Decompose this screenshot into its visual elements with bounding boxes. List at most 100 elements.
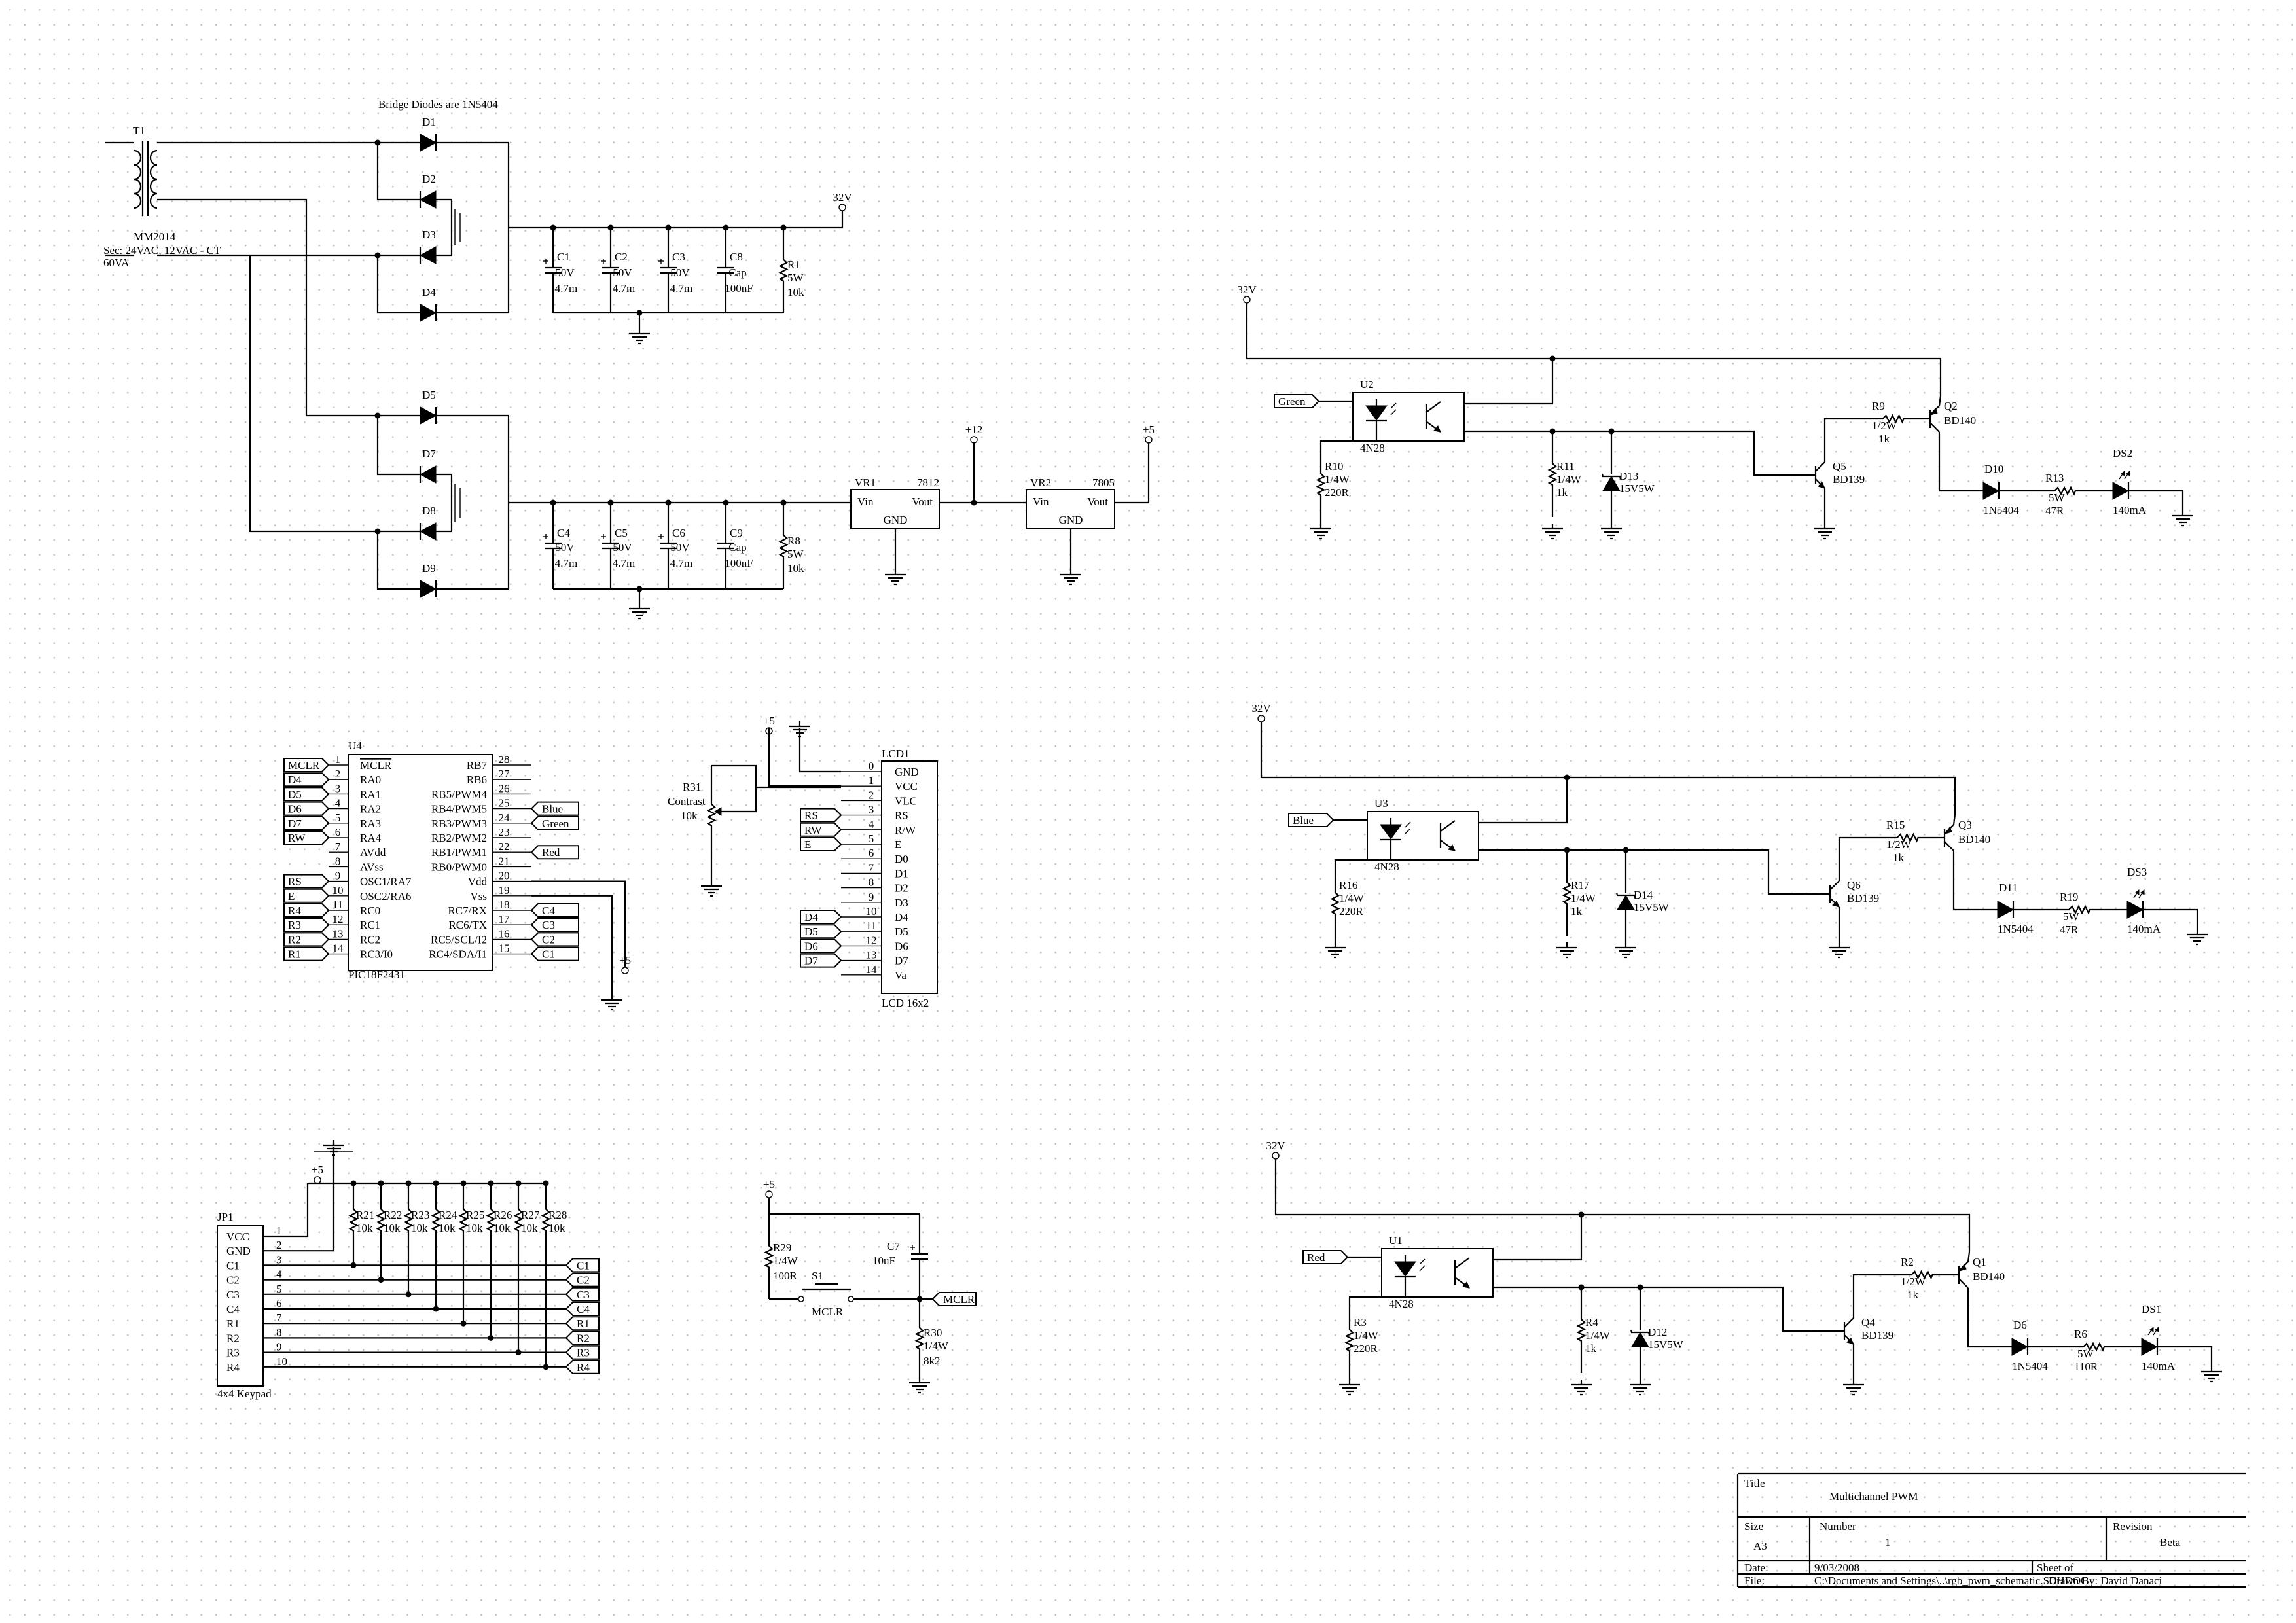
pin-name: RB4/PWM5: [431, 803, 487, 815]
q-ref: Q1: [1973, 1256, 1986, 1268]
pin-number: 7: [335, 840, 341, 853]
led-value: 140mA: [2127, 923, 2161, 935]
zener-value: 15V5W: [1648, 1338, 1684, 1351]
bridge-note: Bridge Diodes are 1N5404: [378, 98, 498, 111]
pin-name: RB2/PWM2: [431, 832, 487, 844]
net-tag-Red-text: Red: [542, 846, 560, 859]
pwm-channel-blue: 32VBlueU34N28R161/4W220RR171/4W1kD1415V5…: [1251, 702, 2208, 959]
reg-part: 7805: [1092, 476, 1115, 489]
net-tag-R2-text: R2: [577, 1332, 590, 1344]
ground-symbol: [1060, 569, 1081, 586]
zener-value: 15V5W: [1634, 901, 1670, 914]
pin-name: C1: [226, 1259, 240, 1272]
net-tag-Green-text: Green: [1278, 395, 1306, 408]
res-ref: R1: [787, 259, 800, 271]
cap-value: 4.7m: [613, 557, 635, 569]
diode-part: 1N5404: [1983, 504, 2019, 516]
res-ref: R27: [521, 1209, 540, 1221]
res-power: 5W: [2049, 491, 2066, 504]
net-tag-C1-text: C1: [542, 948, 555, 961]
resistor-R29: [764, 1214, 774, 1299]
pin-number: 13: [332, 927, 344, 940]
res-ref: R15: [1886, 819, 1905, 831]
resistor-R15: [1880, 832, 1935, 843]
pin-name: VLC: [895, 794, 917, 807]
pin-number: 15: [499, 942, 510, 955]
ground-symbol: [1829, 942, 1850, 959]
net-tag-R3: R3: [283, 918, 330, 933]
pin-name: R3: [226, 1347, 240, 1359]
net-32v-channel: 32V: [1266, 1139, 1285, 1152]
net-tag-R4-text: R4: [577, 1361, 590, 1374]
q-part: BD139: [1847, 892, 1879, 904]
res-ref: R26: [493, 1209, 512, 1221]
resistor-R21: [348, 1183, 359, 1257]
res-ref: R21: [356, 1209, 374, 1221]
pin-name: GND: [226, 1245, 251, 1257]
net-tag-R3-text: R3: [288, 919, 301, 931]
ground-symbol: [885, 569, 906, 586]
net-tag-MCLR: MCLR: [931, 1292, 977, 1306]
pin-number: 1: [276, 1224, 282, 1237]
diode-ref: D3: [422, 228, 436, 241]
pin-number: 0: [869, 760, 874, 772]
q-ref: Q3: [1958, 819, 1972, 831]
ground-symbol: [1630, 1380, 1651, 1396]
transistor-Q5: [1806, 461, 1825, 489]
file-value: C:\Documents and Settings\..\rgb_pwm_sch…: [1814, 1575, 2089, 1587]
cap-ref: C2: [615, 251, 628, 263]
pin-name: OSC2/RA6: [360, 890, 411, 902]
led-ref: DS3: [2127, 866, 2147, 878]
ground-symbol: [2172, 510, 2193, 527]
net-tag-RW: RW: [283, 830, 330, 845]
reg-vout: Vout: [912, 495, 933, 508]
cap-ref: C8: [730, 251, 743, 263]
resistor-R23: [403, 1183, 414, 1257]
pin-name: D4: [895, 911, 908, 923]
res-power: 1/4W: [1339, 892, 1365, 904]
res-ref: R30: [924, 1327, 942, 1339]
pot-ref: R31: [683, 781, 701, 793]
cap-voltage: 50V: [555, 541, 575, 554]
net-tag-C1-text: C1: [577, 1259, 590, 1272]
cap-ref: C1: [557, 251, 570, 263]
pin-name: C4: [226, 1303, 240, 1315]
net-tag-C3-text: C3: [542, 919, 555, 931]
net-tag-D6-text: D6: [288, 803, 302, 815]
diode-ref: D4: [422, 286, 436, 298]
net-tag-C1: C1: [565, 1258, 600, 1273]
net-tag-D7: D7: [800, 953, 842, 968]
pwm-channel-red: 32VRedU14N28R31/4W220RR41/4W1kD1215V5WQ4…: [1266, 1139, 2222, 1396]
res-ref: R6: [2074, 1328, 2087, 1340]
net-tag-C2-text: C2: [577, 1274, 590, 1287]
res-value: 1k: [1556, 486, 1568, 499]
filter-bottom: C450V4.7mC550V4.7mC650V4.7mC9Cap100nFR85…: [509, 499, 851, 620]
res-ref: R29: [773, 1241, 791, 1254]
pin-name: D6: [895, 940, 908, 952]
pin-name: RB3/PWM3: [431, 817, 487, 830]
transistor-Q1: [1950, 1261, 1969, 1289]
transistor-Q4: [1835, 1317, 1854, 1345]
res-ref: R23: [411, 1209, 429, 1221]
pin-name: RA2: [360, 803, 381, 815]
pin-number: 23: [499, 826, 510, 838]
transformer-part: MM2014: [134, 230, 176, 243]
net-tag-C3-text: C3: [577, 1289, 590, 1301]
ground-symbol: [1310, 524, 1331, 540]
res-power: 1/2W: [1901, 1275, 1926, 1288]
pin-name: R1: [226, 1317, 240, 1330]
res-ref: R2: [1901, 1256, 1914, 1268]
net-tag-E: E: [800, 837, 842, 851]
cap-C6: [658, 503, 677, 589]
res-ref: R24: [439, 1209, 457, 1221]
pin-name: D0: [895, 853, 908, 865]
pin-number: 6: [869, 847, 874, 859]
net-tag-RS-text: RS: [288, 876, 302, 888]
ground-symbol: [1571, 1380, 1592, 1396]
date-value: 9/03/2008: [1814, 1561, 1859, 1574]
reg-vin: Vin: [1033, 495, 1049, 508]
ground-symbol: [1339, 1380, 1360, 1396]
res-power: 5W: [2077, 1347, 2094, 1360]
